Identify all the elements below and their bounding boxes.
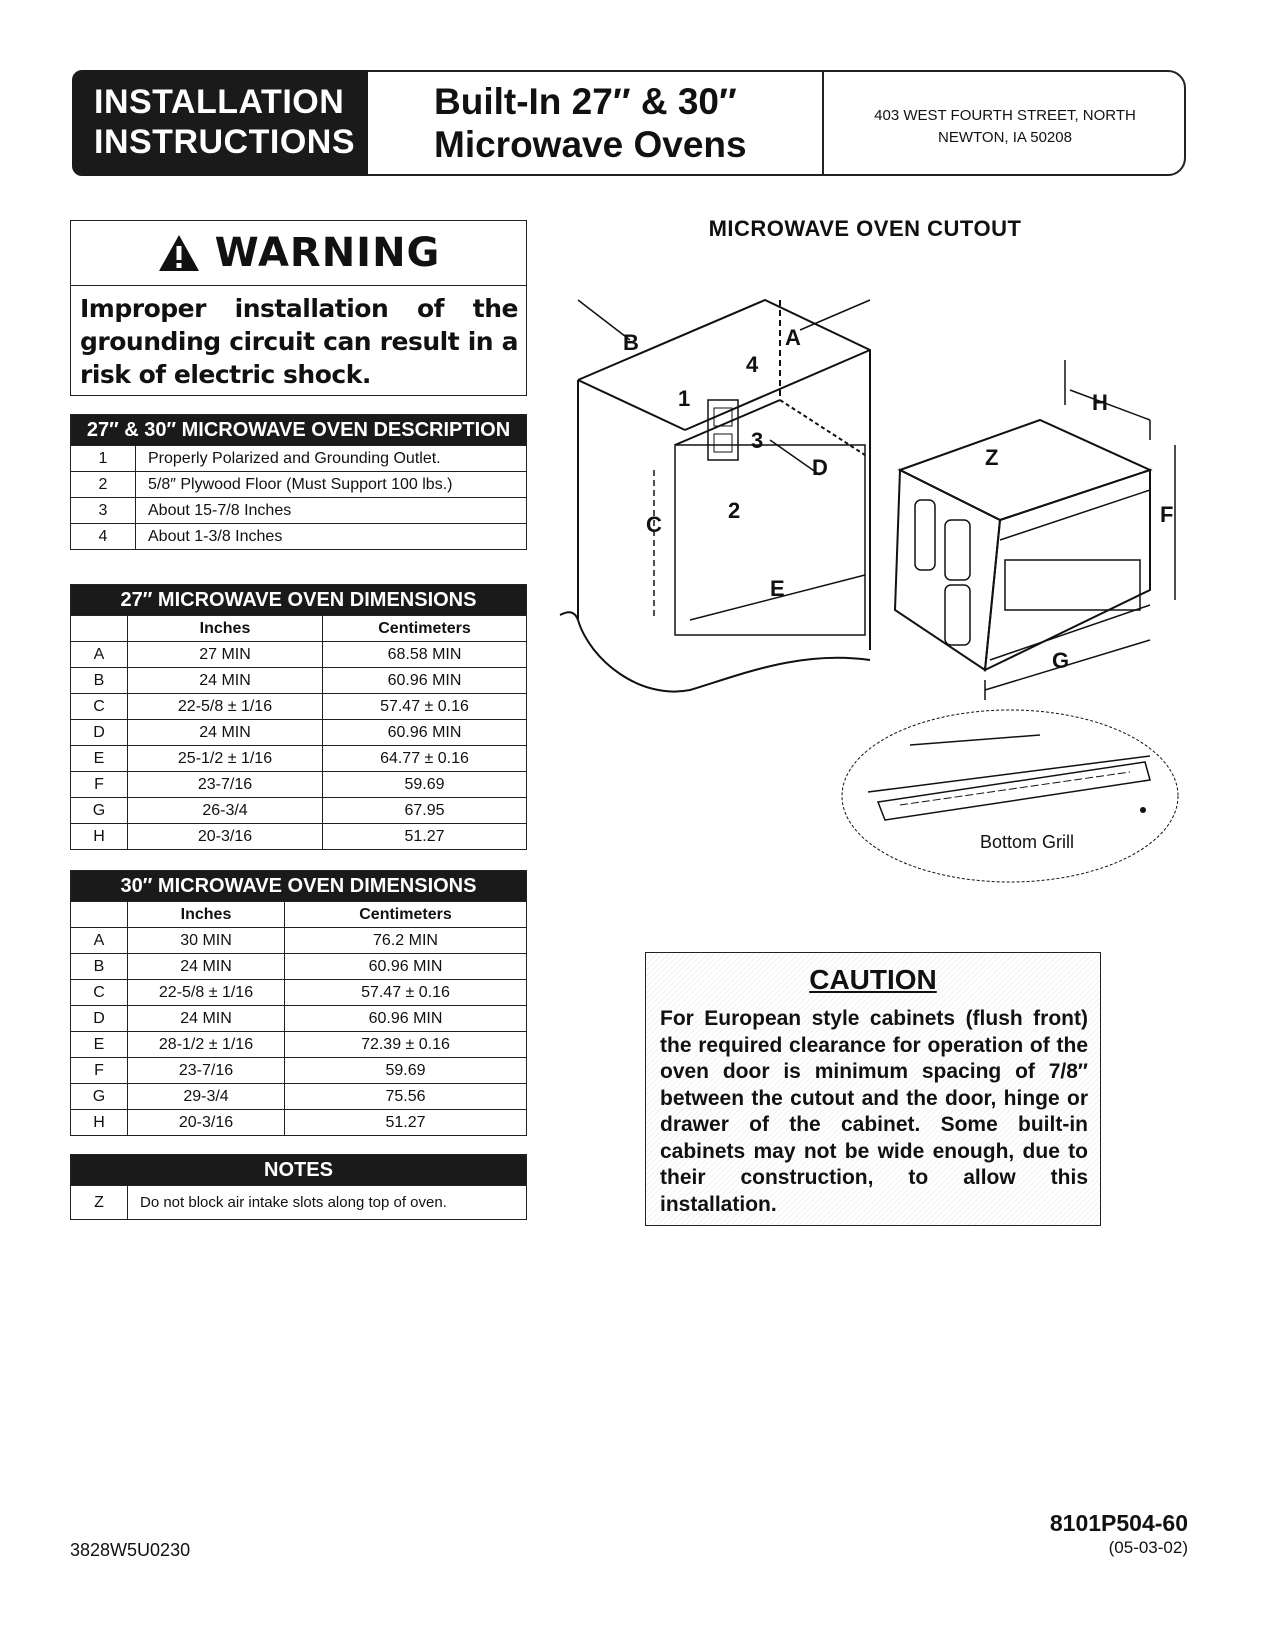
warning-text: Improper installation of the grounding c… (80, 294, 519, 389)
label-g: G (1052, 648, 1069, 673)
empty-header-cell (70, 615, 128, 642)
centimeters-header: Centimeters (284, 901, 527, 928)
row-text: About 1-3/8 Inches (135, 523, 527, 550)
notes-title: NOTES (70, 1154, 527, 1186)
label-z: Z (985, 445, 998, 470)
row-text: 5/8″ Plywood Floor (Must Support 100 lbs… (135, 471, 527, 498)
address-line-1: 403 WEST FOURTH STREET, NORTH (874, 107, 1136, 124)
document-title: Built-In 27″ & 30″ Microwave Ovens (434, 80, 814, 166)
label-a: A (785, 325, 801, 350)
warning-triangle-icon (158, 234, 199, 271)
cabinet-drawing (559, 298, 871, 693)
diagram-title: MICROWAVE OVEN CUTOUT (708, 216, 1022, 241)
bottom-grill-label: Bottom Grill (980, 832, 1074, 852)
label-3: 3 (751, 428, 763, 453)
caution-box (645, 952, 1101, 1226)
document-number: 3828W5U0230 (70, 1540, 191, 1560)
row-number: 4 (70, 523, 136, 550)
part-code: 8101P504-60 (1049, 1510, 1188, 1536)
cutout-diagram: B A 4 1 3 D 2 C E H Z F G Bottom Grill (559, 298, 1179, 883)
title-line-1: Built-In 27″ & 30″ (434, 81, 737, 122)
row-number: 2 (70, 471, 136, 498)
caution-title: CAUTION (809, 964, 937, 995)
badge-line-1: INSTALLATION (94, 83, 345, 121)
row-text: About 15-7/8 Inches (135, 497, 527, 524)
dimensions-27-title: 27″ MICROWAVE OVEN DIMENSIONS (70, 584, 527, 616)
label-b: B (623, 330, 639, 355)
row-text: Properly Polarized and Grounding Outlet. (135, 445, 527, 472)
title-line-2: Microwave Ovens (434, 124, 747, 165)
inches-header: Inches (127, 901, 285, 928)
label-h: H (1092, 390, 1108, 415)
label-4: 4 (746, 352, 759, 377)
label-d: D (812, 455, 828, 480)
label-e: E (770, 576, 785, 601)
company-address: 403 WEST FOURTH STREET, NORTH NEWTON, IA… (824, 105, 1186, 149)
caution-text: For European style cabinets (flush front… (660, 1007, 1088, 1216)
label-c: C (646, 512, 662, 537)
label-f: F (1160, 502, 1173, 527)
dimensions-30-title: 30″ MICROWAVE OVEN DIMENSIONS (70, 870, 527, 902)
centimeters-header: Centimeters (322, 615, 527, 642)
label-1: 1 (678, 386, 690, 411)
warning-box (70, 220, 527, 396)
row-number: 1 (70, 445, 136, 472)
inches-header: Inches (127, 615, 323, 642)
oven-drawing (893, 360, 1176, 700)
badge-line-2: INSTRUCTIONS (94, 123, 355, 161)
empty-header-cell (70, 901, 128, 928)
header-divider (822, 72, 824, 174)
document-date: (05-03-02) (1108, 1538, 1188, 1557)
warning-title: WARNING (214, 229, 441, 276)
label-2: 2 (728, 498, 740, 523)
row-number: 3 (70, 497, 136, 524)
address-line-2: NEWTON, IA 50208 (938, 129, 1072, 146)
header-badge: INSTALLATION INSTRUCTIONS (72, 70, 368, 176)
warning-header: WARNING (70, 220, 527, 286)
bottom-grill-detail: Bottom Grill (841, 709, 1179, 883)
description-table-title: 27″ & 30″ MICROWAVE OVEN DESCRIPTION (70, 414, 527, 446)
